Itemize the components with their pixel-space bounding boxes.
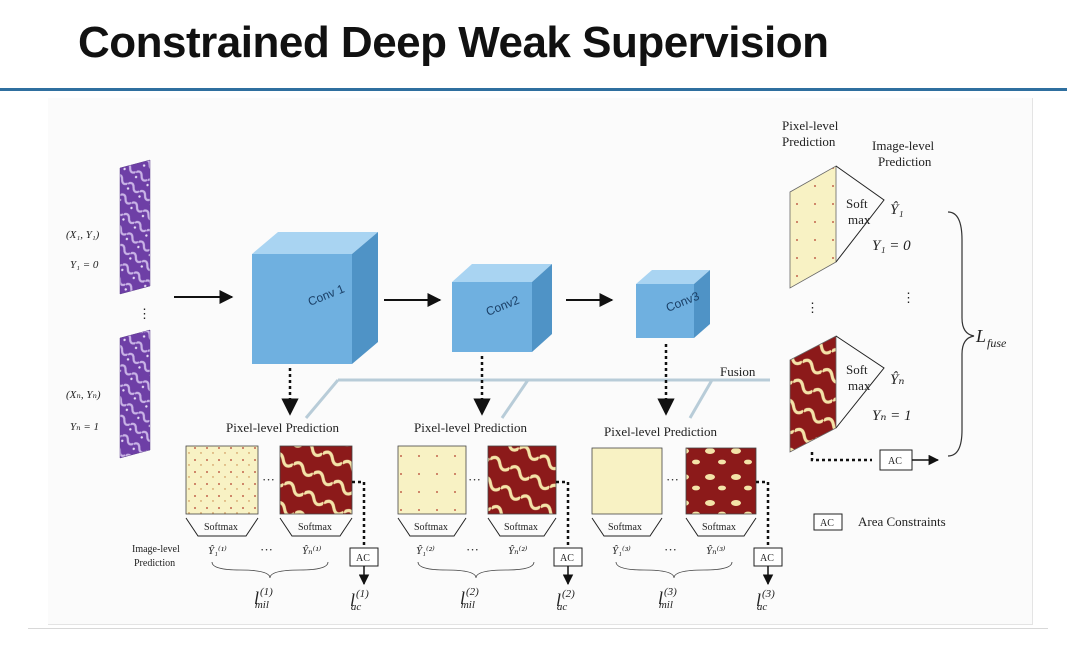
fusion-lines [304, 378, 770, 419]
right-soft-top-1: Soft [846, 196, 868, 211]
stage1-softmax-first [185, 517, 259, 537]
right-brace [947, 211, 975, 457]
right-pixel-level-line2: Prediction [782, 134, 836, 149]
stage2-softmax-first-label: Softmax [414, 522, 448, 533]
right-soft-bottom-1: Soft [846, 362, 868, 377]
stage1-yhat-last: Ŷₙ⁽¹⁾ [302, 545, 322, 557]
right-pred-top [789, 165, 837, 289]
stage3-mil-brace [615, 561, 733, 579]
stage2-yhat-first: Ŷ₁⁽²⁾ [416, 545, 435, 557]
stage3-pixel-level-title: Pixel-level Prediction [604, 424, 718, 439]
stage3-softmax-first [591, 517, 663, 537]
stage3-pred-first [591, 447, 663, 515]
stage2-l-ac: l(2)ac [556, 588, 575, 613]
right-image-level-line2: Prediction [878, 154, 932, 169]
stage1-pixel-level-title: Pixel-level Prediction [226, 420, 340, 435]
stage3-pred-last [685, 447, 757, 515]
input-pair-1: (X₁, Y₁) [66, 229, 100, 241]
stage2-ac-label: AC [560, 553, 574, 564]
stage3-softmax-last-label: Softmax [702, 522, 736, 533]
right-vdots-right: ⋮ [902, 290, 915, 305]
input-label-1: Y₁ = 0 [70, 259, 99, 271]
stage3-l-mil: l(3)mil [658, 586, 677, 611]
stage2-softmax-last-label: Softmax [504, 522, 538, 533]
conv2-block [452, 264, 552, 352]
right-pred-bottom [789, 335, 837, 453]
input-label-n: Yₙ = 1 [70, 421, 99, 433]
right-yn-eq: Yₙ = 1 [872, 408, 912, 424]
l-fuse: Lfuse [975, 326, 1007, 350]
right-y1-hat: Ŷ₁ [890, 201, 904, 218]
stage1-hdots: ··· [262, 472, 275, 487]
right-soft-bottom-2: max [848, 378, 871, 393]
right-softmax-bottom [835, 335, 885, 429]
stage1-l-ac: l(1)ac [350, 588, 369, 613]
fusion-label: Fusion [720, 364, 756, 379]
stage3-ac-label: AC [760, 553, 774, 564]
right-soft-top-2: max [848, 212, 871, 227]
right-pixel-level-line1: Pixel-level [782, 118, 839, 133]
stage1-softmax-last [279, 517, 353, 537]
input-image-n [119, 329, 151, 459]
stage2-hdots: ··· [468, 472, 481, 487]
stage1-pred-first [185, 445, 259, 515]
stage3-softmax-last [685, 517, 757, 537]
stage3-l-ac: l(3)ac [756, 588, 775, 613]
stage3-hdots: ··· [666, 472, 679, 487]
stage1-yhat-dots: ··· [260, 542, 273, 557]
stage3-yhat-first: Ŷ₁⁽³⁾ [612, 545, 631, 557]
conv1-block [252, 232, 378, 364]
legend-ac-label: AC [820, 518, 834, 529]
stage2-yhat-dots: ··· [466, 542, 479, 557]
image-level-prediction-line2: Prediction [134, 558, 175, 569]
input-image-1 [119, 159, 151, 295]
stage1-ac-label: AC [356, 553, 370, 564]
stage2-mil-brace [417, 561, 535, 579]
legend-area-constraints: Area Constraints [858, 514, 946, 529]
stage2-pixel-level-title: Pixel-level Prediction [414, 420, 528, 435]
stage2-softmax-first [397, 517, 467, 537]
stage2-pred-last [487, 445, 557, 515]
stage1-yhat-first: Ŷ₁⁽¹⁾ [208, 545, 227, 557]
legend-ac-box [813, 513, 843, 531]
input-pair-n: (Xₙ, Yₙ) [66, 389, 101, 401]
stage1-mil-brace [211, 561, 329, 579]
right-softmax-top [835, 165, 885, 263]
stage3-softmax-first-label: Softmax [608, 522, 642, 533]
stage1-softmax-first-label: Softmax [204, 522, 238, 533]
right-ac-label: AC [888, 456, 902, 467]
slide-title: Constrained Deep Weak Supervision [78, 18, 829, 67]
right-image-level-line1: Image-level [872, 138, 934, 153]
right-ac-dashed [810, 452, 872, 462]
stage2-softmax-last [487, 517, 557, 537]
stage1-l-mil: l(1)mil [254, 586, 273, 611]
stage1-pred-last [279, 445, 353, 515]
input-vdots: ⋮ [138, 306, 151, 321]
title-underline [0, 88, 1067, 91]
right-y1-eq: Y₁ = 0 [872, 238, 911, 254]
stage2-yhat-last: Ŷₙ⁽²⁾ [508, 545, 528, 557]
conv3-block [636, 270, 710, 338]
figure-panel [48, 98, 1033, 625]
right-yn-hat: Ŷₙ [890, 371, 904, 388]
stage1-softmax-last-label: Softmax [298, 522, 332, 533]
stage3-yhat-last: Ŷₙ⁽³⁾ [706, 545, 726, 557]
right-vdots-left: ⋮ [806, 300, 819, 315]
bottom-divider [28, 628, 1048, 629]
side-output-arrows [281, 344, 675, 416]
image-level-prediction-line1: Image-level [132, 544, 180, 555]
stage2-l-mil: l(2)mil [460, 586, 479, 611]
stage3-yhat-dots: ··· [664, 542, 677, 557]
stage2-pred-first [397, 445, 467, 515]
